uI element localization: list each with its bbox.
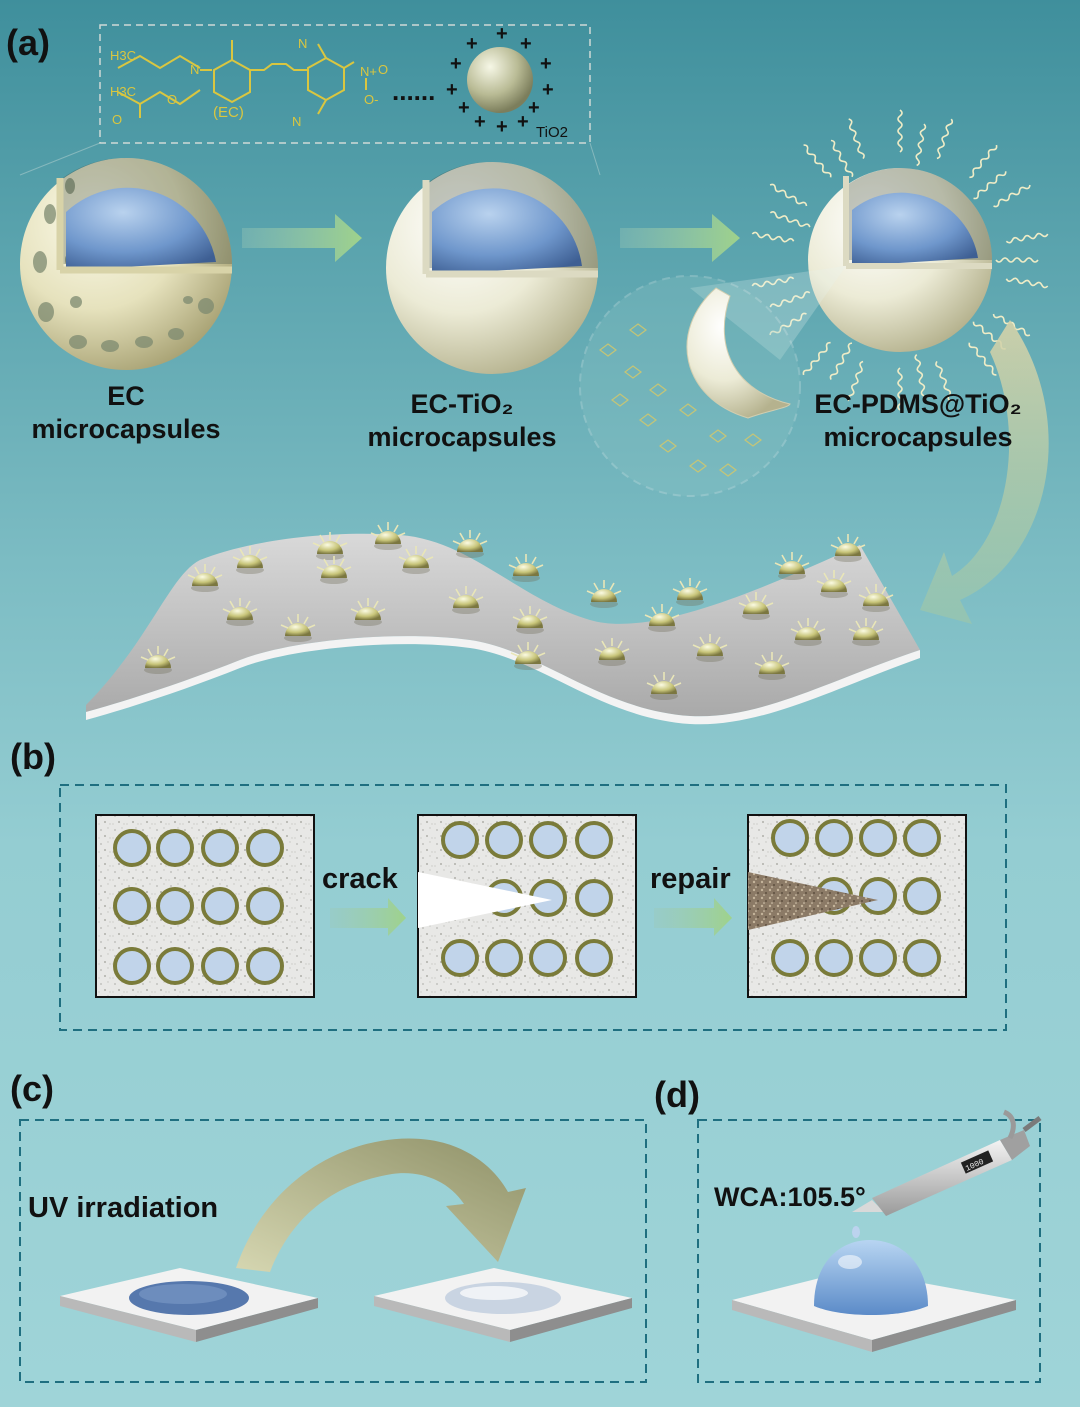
svg-text:+: +	[540, 53, 552, 75]
svg-text:N: N	[298, 36, 307, 51]
svg-text:O: O	[167, 92, 177, 107]
svg-text:+: +	[496, 116, 508, 138]
ec-caption: EC microcapsules	[16, 380, 236, 446]
pipette: 1000	[852, 1109, 1042, 1238]
ec-tio2-caption: EC-TiO₂ microcapsules	[352, 388, 572, 454]
ec-tio2-caption-line1: EC-TiO₂	[410, 389, 514, 419]
ec-pdms-caption: EC-PDMS@TiO₂ microcapsules	[800, 388, 1036, 454]
ec-pdms-tio2-microcapsule	[751, 109, 1049, 411]
svg-text:H3C: H3C	[110, 84, 136, 99]
svg-text:+: +	[517, 111, 529, 133]
svg-text:+: +	[450, 53, 462, 75]
panel-c-label: (c)	[10, 1068, 54, 1109]
arrow-ec-to-tio2	[242, 214, 362, 262]
ec-label: (EC)	[213, 104, 244, 121]
svg-text:H3C: H3C	[110, 48, 136, 63]
svg-text:+: +	[520, 33, 532, 55]
svg-text:O-: O-	[364, 92, 378, 107]
svg-text:O: O	[112, 112, 122, 127]
uv-arrow	[236, 1138, 526, 1272]
panel-b-label: (b)	[10, 736, 56, 777]
svg-text:N: N	[292, 114, 301, 129]
ec-tio2-microcapsule	[386, 161, 598, 374]
panel-d-frame	[697, 1119, 1041, 1383]
crack-label: crack	[322, 863, 398, 895]
repair-label: repair	[650, 863, 731, 895]
water-droplet	[814, 1240, 928, 1315]
structure-box	[99, 24, 591, 144]
tio2-particle: ++ ++ ++ ++ ++ ++ TiO2	[446, 23, 568, 141]
svg-text:+: +	[496, 23, 508, 45]
arrow-repair	[654, 898, 732, 936]
svg-text:O: O	[378, 62, 388, 77]
ec-pdms-caption-line1: EC-PDMS@TiO₂	[814, 389, 1022, 419]
tio2-label: TiO2	[536, 124, 568, 141]
panel-c-frame	[19, 1119, 647, 1383]
ec-microcapsule	[20, 157, 232, 370]
matrix-cracked	[417, 814, 637, 998]
wca-label: WCA:105.5°	[714, 1182, 866, 1212]
svg-text:+: +	[528, 97, 540, 119]
arrow-tio2-to-pdms	[620, 214, 740, 262]
ec-pdms-caption-line2: microcapsules	[823, 422, 1013, 452]
uv-irradiation-label: UV irradiation	[28, 1192, 219, 1224]
ec-caption-line2: microcapsules	[31, 414, 221, 444]
ec-tio2-caption-line2: microcapsules	[367, 422, 557, 452]
matrix-intact	[95, 814, 315, 998]
svg-text:+: +	[446, 79, 458, 101]
matrix-repaired	[747, 814, 967, 998]
zoom-inset	[579, 266, 846, 497]
substrate-with-droplet	[732, 1240, 1016, 1352]
svg-text:+: +	[466, 33, 478, 55]
projection-lines	[19, 142, 601, 176]
interaction-dots: ......	[392, 76, 435, 106]
ec-dye-structure	[117, 40, 367, 118]
svg-text:+: +	[542, 79, 554, 101]
svg-text:N: N	[190, 62, 199, 77]
curved-arrow-to-film	[920, 320, 1049, 624]
substrate-before-uv	[60, 1268, 318, 1342]
svg-text:+: +	[474, 111, 486, 133]
ec-caption-line1: EC	[107, 381, 145, 411]
panel-b-frame	[59, 784, 1007, 1031]
arrow-crack	[330, 898, 406, 936]
positive-charges: ++ ++ ++ ++ ++ ++	[446, 23, 554, 138]
svg-text:+: +	[458, 97, 470, 119]
svg-text:N+: N+	[360, 64, 377, 79]
substrate-after-uv	[374, 1268, 632, 1342]
panel-d-label: (d)	[654, 1074, 700, 1115]
panel-a-label: (a)	[6, 22, 50, 63]
coating-film	[86, 521, 920, 725]
